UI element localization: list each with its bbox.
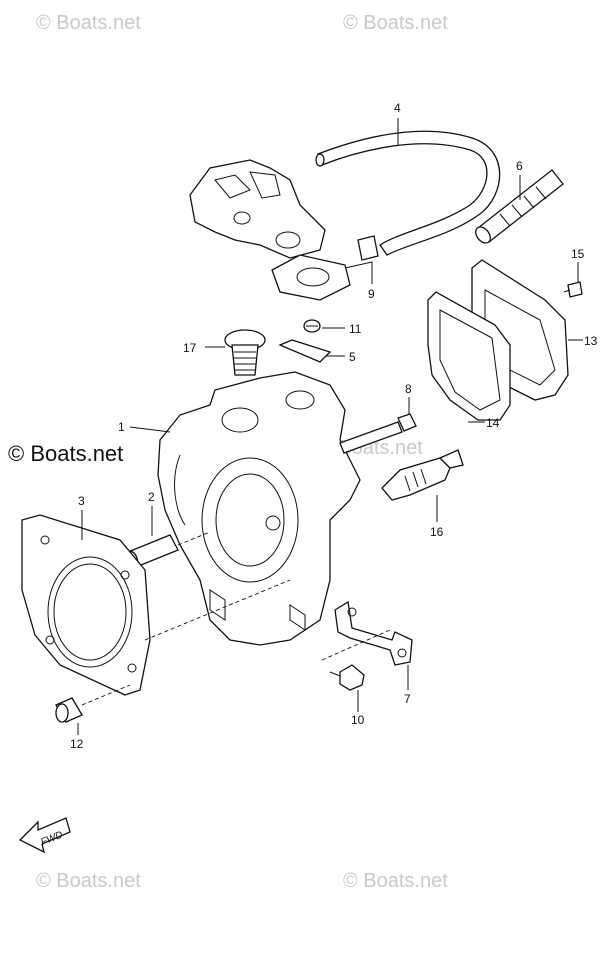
part-gasket-small (271, 254, 373, 301)
part-bolt-10 (329, 664, 365, 691)
guide-dowel (177, 531, 211, 546)
part-gasket-14 (427, 291, 511, 421)
part-plate-5 (278, 339, 332, 363)
part-head-gasket (21, 514, 151, 696)
callout-2: 2 (148, 490, 155, 504)
part-thermostat-cover (189, 159, 326, 259)
callout-16: 16 (430, 525, 444, 539)
callout-4: 4 (394, 101, 401, 115)
callout-8: 8 (405, 382, 412, 396)
part-bolt-15 (563, 281, 583, 298)
forward-arrow-icon: FWD (18, 817, 71, 854)
part-dowel-12 (55, 697, 83, 723)
part-bolt-8 (339, 413, 417, 454)
watermark-top-right: © Boats.net (343, 12, 448, 34)
part-spark-plug (381, 449, 464, 501)
watermark-bottom-right: © Boats.net (343, 870, 448, 892)
part-hose (315, 130, 501, 256)
callout-13: 13 (584, 334, 598, 348)
watermark-top-left: © Boats.net (36, 12, 141, 34)
callout-5: 5 (349, 350, 356, 364)
callout-10: 10 (351, 713, 365, 727)
callout-3: 3 (78, 494, 85, 508)
callout-7: 7 (404, 692, 411, 706)
part-spring-hose (475, 169, 564, 244)
callout-6: 6 (516, 159, 523, 173)
leader-1 (129, 426, 171, 433)
callout-11: 11 (349, 322, 362, 336)
callout-17: 17 (183, 341, 197, 355)
guide-dowel-12 (81, 684, 131, 706)
part-thermostat-17 (224, 329, 266, 376)
callout-1: 1 (118, 420, 125, 434)
callout-12: 12 (70, 737, 84, 751)
part-clip (357, 235, 379, 261)
callout-14: 14 (486, 416, 500, 430)
part-screw-11 (303, 319, 321, 333)
part-bracket-7 (334, 600, 413, 666)
guide-gasket (144, 579, 291, 641)
part-cylinder-head (157, 371, 361, 646)
guide-bracket (321, 629, 391, 661)
watermark-bottom-left: © Boats.net (36, 870, 141, 892)
callout-15: 15 (571, 247, 585, 261)
callout-9: 9 (368, 287, 375, 301)
watermark-middle-left: © Boats.net (8, 441, 124, 466)
